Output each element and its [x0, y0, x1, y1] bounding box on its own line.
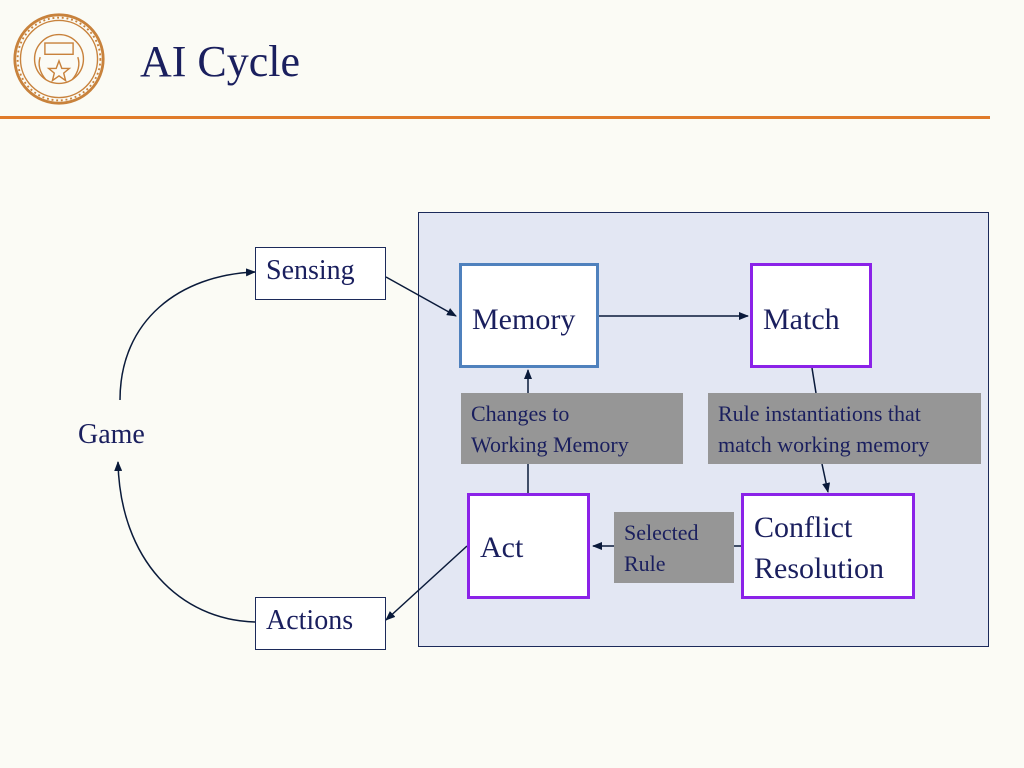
- actions-label: Actions: [266, 605, 354, 636]
- changes-line2: Working Memory: [471, 431, 629, 457]
- sensing-label: Sensing: [266, 255, 355, 286]
- conflict-resolution-line1: Conflict: [754, 511, 853, 544]
- memory-box: Memory: [459, 263, 599, 368]
- actions-box: Actions: [255, 597, 386, 650]
- memory-label: Memory: [472, 303, 576, 336]
- university-seal-icon: [13, 13, 105, 105]
- selected-line1: Selected: [624, 520, 699, 545]
- arrow-act-to-actions: [385, 545, 468, 621]
- game-label: Game: [78, 419, 145, 450]
- arrow-label-to-conflict: [821, 463, 831, 493]
- selected-rule-label: Selected Rule: [614, 512, 734, 583]
- match-box: Match: [750, 263, 872, 368]
- changes-line1: Changes to: [471, 401, 570, 426]
- instantiations-line1: Rule instantiations that: [718, 401, 921, 426]
- arrow-sensing-to-memory: [385, 276, 457, 317]
- slide-title: AI Cycle: [140, 37, 301, 86]
- act-box: Act: [467, 493, 590, 599]
- match-label: Match: [763, 303, 840, 336]
- arrow-actions-to-game: [114, 461, 256, 623]
- sensing-box: Sensing: [255, 247, 386, 300]
- line-match-to-label: [811, 367, 817, 394]
- instantiations-line2: match working memory: [718, 431, 930, 457]
- title-divider: [0, 116, 990, 119]
- rule-instantiations-label: Rule instantiations that match working m…: [708, 393, 981, 464]
- conflict-resolution-box: Conflict Resolution: [741, 493, 915, 599]
- selected-line2: Rule: [624, 550, 666, 576]
- act-label: Act: [480, 531, 524, 564]
- changes-to-memory-label: Changes to Working Memory: [461, 393, 683, 464]
- conflict-resolution-line2: Resolution: [754, 551, 885, 585]
- arrow-game-to-sensing: [119, 268, 256, 401]
